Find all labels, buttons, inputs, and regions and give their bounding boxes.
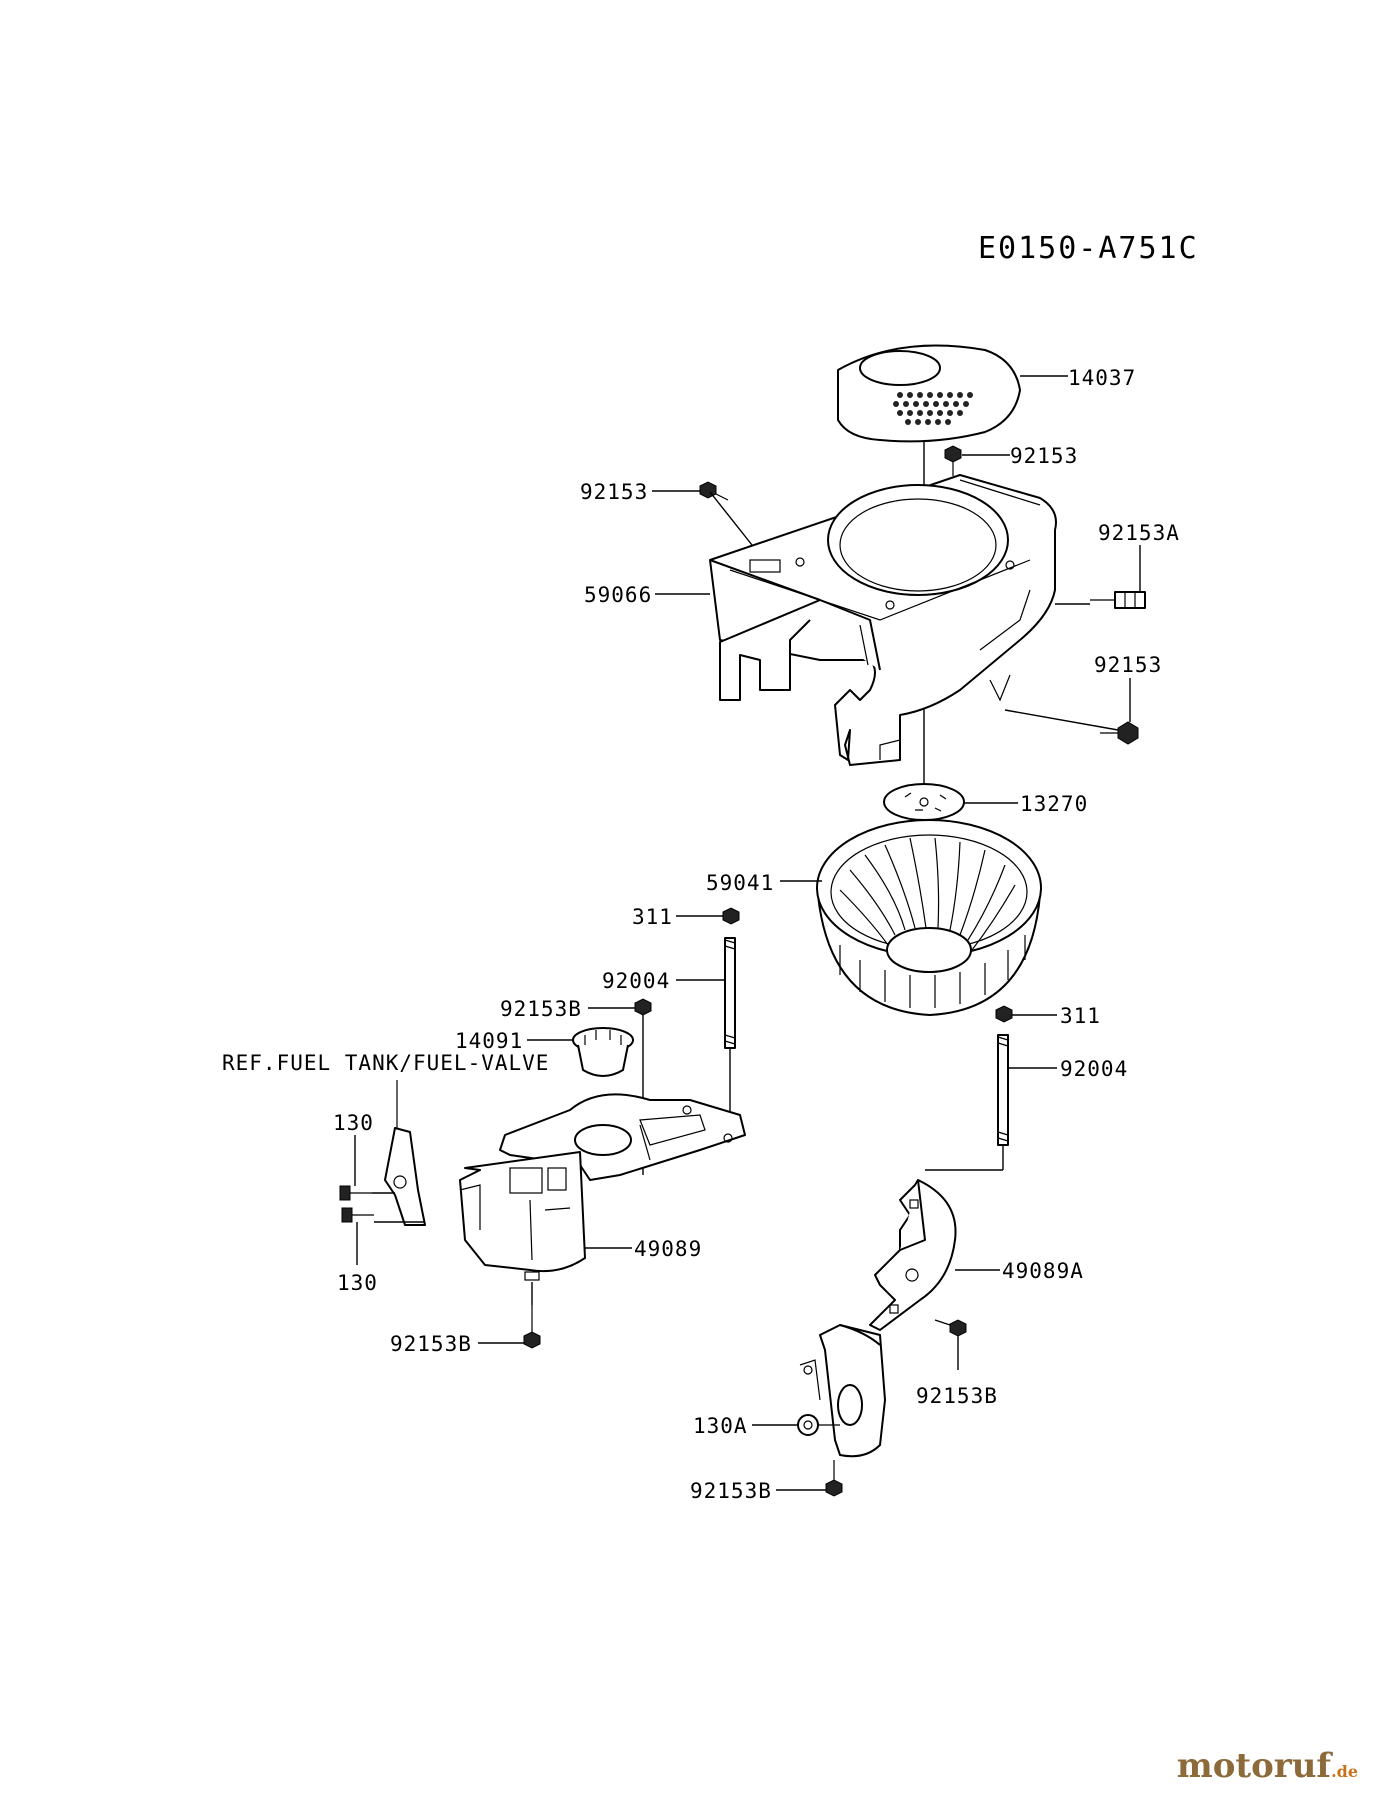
bolt-92153A [1090, 591, 1146, 609]
label-311-left: 311 [632, 905, 673, 929]
nut-311-right [995, 1005, 1013, 1023]
label-92153-left: 92153 [580, 480, 648, 504]
label-311-right: 311 [1060, 1004, 1101, 1028]
diagram-code: E0150-A751C [978, 231, 1199, 266]
reference-note: REF.FUEL TANK/FUEL-VALVE [222, 1051, 549, 1075]
label-130-b: 130 [337, 1271, 378, 1295]
bolt-130A [797, 1414, 840, 1436]
stud-92004-right [997, 1034, 1009, 1146]
label-92153B-a: 92153B [500, 997, 582, 1021]
label-49089A: 49089A [1002, 1259, 1084, 1283]
air-shroud-49089A [799, 1179, 957, 1458]
nut-311-left [722, 907, 740, 925]
label-92153B-b: 92153B [390, 1332, 472, 1356]
bolt-92153B-a [634, 998, 652, 1016]
site-watermark: motoruf.de [1176, 1746, 1358, 1786]
fan-plate [883, 783, 965, 821]
flywheel [816, 819, 1042, 1016]
bolt-92153B-d [825, 1460, 843, 1497]
bolt-130-b [341, 1207, 374, 1223]
label-92153-top: 92153 [1010, 444, 1078, 468]
label-92153B-d: 92153B [690, 1479, 772, 1503]
bolt-130-a [339, 1185, 372, 1201]
label-92153B-c: 92153B [916, 1384, 998, 1408]
bolt-92153B-c [934, 1319, 967, 1337]
bolt-92153B-b [523, 1305, 541, 1349]
fuel-valve-bracket [384, 1080, 426, 1226]
label-59066: 59066 [584, 583, 652, 607]
label-13270: 13270 [1020, 792, 1088, 816]
bolt-92153-right [1100, 721, 1139, 745]
label-14037: 14037 [1068, 366, 1136, 390]
air-shroud-49089 [459, 1093, 746, 1281]
label-92153-right: 92153 [1094, 653, 1162, 677]
label-14091: 14091 [455, 1029, 523, 1053]
label-59041: 59041 [706, 871, 774, 895]
grommet-14091 [572, 1027, 634, 1077]
label-92153A: 92153A [1098, 521, 1180, 545]
stud-92004-left [724, 937, 736, 1049]
bolt-92153-top [944, 445, 962, 476]
label-130-a: 130 [333, 1111, 374, 1135]
label-130A: 130A [693, 1414, 748, 1438]
cooling-fan-cover [837, 344, 1021, 443]
label-92004-right: 92004 [1060, 1057, 1128, 1081]
label-49089: 49089 [634, 1237, 702, 1261]
label-92004-left: 92004 [602, 969, 670, 993]
fan-housing [709, 474, 1057, 766]
